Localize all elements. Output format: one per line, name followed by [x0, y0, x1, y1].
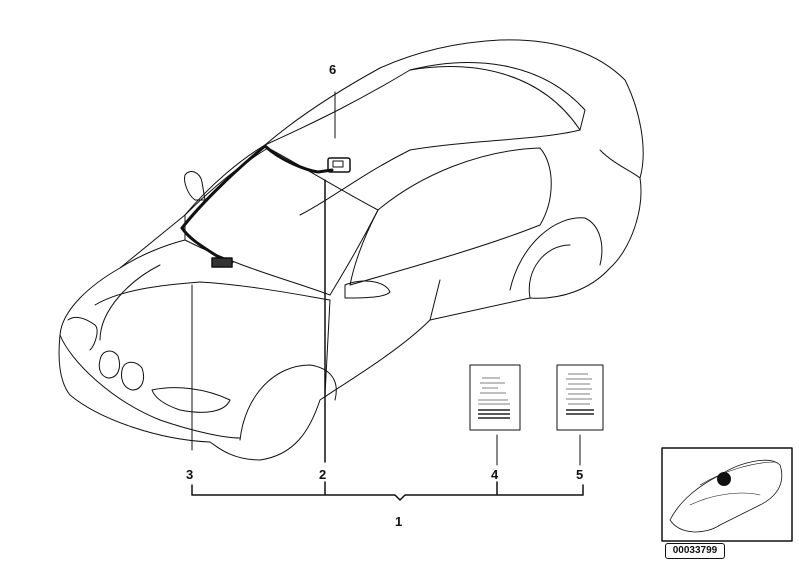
side-mirror — [344, 280, 391, 299]
document-sheet-4 — [469, 364, 521, 431]
kidney-grille-left — [98, 350, 121, 379]
car-roof — [264, 66, 581, 216]
document-sheet-5 — [556, 364, 604, 431]
callout-1: 1 — [395, 514, 403, 529]
bracket — [191, 481, 584, 501]
thumbnail-location-dot — [717, 472, 731, 486]
kidney-grille-right — [121, 361, 145, 391]
callout-3: 3 — [186, 467, 194, 482]
callout-2: 2 — [319, 467, 327, 482]
car-body-outline — [58, 39, 644, 461]
thumbnail-frame — [661, 447, 793, 542]
thumbnail-car — [669, 459, 783, 533]
callout-6: 6 — [329, 62, 337, 77]
side-window — [349, 147, 552, 286]
front-wheel — [239, 364, 337, 441]
windshield — [184, 147, 379, 296]
connector — [211, 257, 233, 268]
callout-4: 4 — [491, 467, 499, 482]
diagram-id-label: 00033799 — [665, 543, 725, 559]
antenna-cable — [180, 144, 334, 230]
antenna-amplifier — [327, 157, 351, 173]
callout-5: 5 — [576, 467, 584, 482]
rear-wheel — [509, 217, 603, 291]
headlight — [151, 387, 231, 413]
